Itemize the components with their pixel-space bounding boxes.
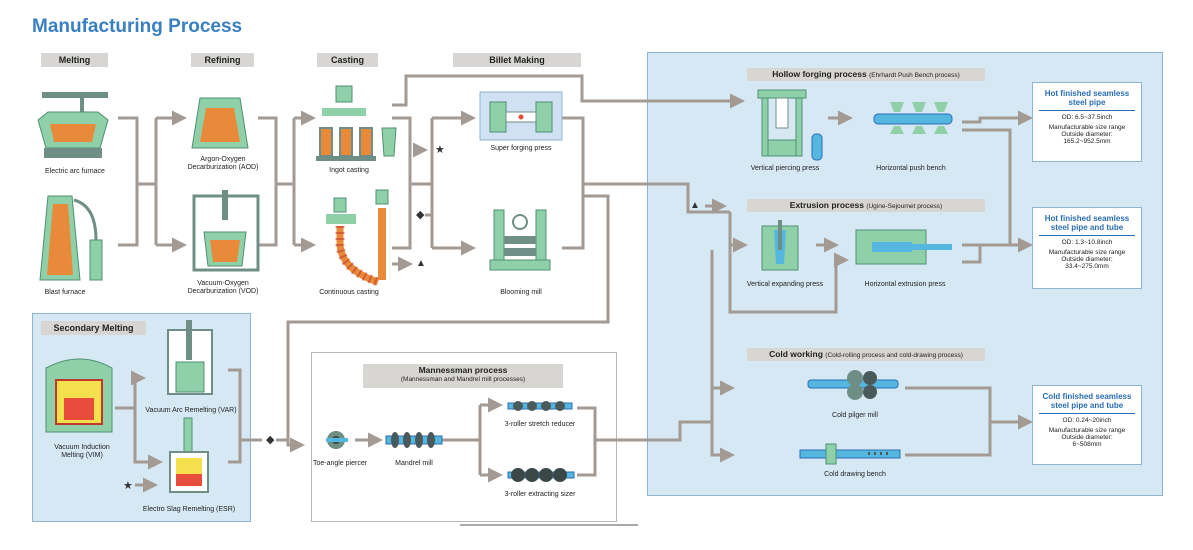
label-mandrel-mill: Mandrel mill [395, 460, 433, 467]
label-blooming-mill: Blooming mill [500, 289, 542, 296]
ingot-casting-graphic [316, 85, 397, 161]
result-1-title: Hot finished seamless steel pipe [1044, 89, 1130, 107]
vertical-piercing-press-graphic [757, 89, 823, 161]
extracting-sizer-graphic [507, 468, 575, 482]
continuous-casting-graphic [326, 189, 389, 287]
aod-graphic [191, 97, 249, 149]
result-2-od: OD: 1.3~10.8inch [1061, 239, 1113, 246]
extrusion-header: Extrusion process (Ugine-Sejournet proce… [747, 199, 985, 212]
label-vim: Vacuum Induction Melting (VIM) [54, 444, 110, 459]
header-casting: Casting [317, 53, 378, 67]
header-secondary-melting: Secondary Melting [41, 321, 146, 335]
label-super-forging-press: Super forging press [490, 145, 552, 152]
flow-lines [115, 74, 1033, 493]
result-hot-seamless-pipe: Hot finished seamless steel pipe OD: 6.5… [1032, 82, 1142, 162]
label-cold-drawing-bench: Cold drawing bench [824, 471, 886, 478]
result-2-range: 33.4~275.0mm [1065, 263, 1109, 270]
hollow-forging-header: Hollow forging process (Ehrhardt Push Be… [747, 68, 985, 81]
stretch-reducer-graphic [507, 401, 573, 411]
cold-drawing-bench-graphic [799, 443, 901, 465]
result-3-range-label: Manufacturable size range Outside diamet… [1048, 427, 1126, 441]
vertical-expanding-press-graphic [761, 220, 799, 271]
blooming-mill-graphic [489, 209, 551, 271]
cold-working-header: Cold working (Cold-rolling process and c… [747, 348, 985, 361]
triangle-marker-extrusion: ▲ [690, 200, 700, 211]
header-billet-making: Billet Making [453, 53, 581, 67]
vod-graphic [192, 190, 260, 272]
result-3-od: OD: 0.24~20inch [1062, 417, 1112, 424]
mannesmann-name: Mannessman process [418, 365, 508, 375]
label-blast-furnace: Blast furnace [44, 289, 86, 296]
horizontal-push-bench-graphic [873, 102, 953, 134]
mannesmann-sub: (Mannessman and Mandrel mill processes) [400, 376, 526, 383]
label-toe-angle-piercer: Toe-angle piercer [312, 460, 368, 467]
label-vod: Vacuum-Oxygen Decarburization (VOD) [187, 280, 259, 295]
hollow-forging-sub: (Ehrhardt Push Bench process) [869, 72, 960, 79]
result-cold-seamless-pipe-tube: Cold finished seamless steel pipe and tu… [1032, 385, 1142, 465]
esr-graphic [169, 417, 209, 493]
hollow-forging-name: Hollow forging process [772, 69, 867, 79]
label-ingot-casting: Ingot casting [329, 167, 369, 174]
star-marker-casting: ★ [435, 144, 445, 156]
result-2-title: Hot finished seamless steel pipe and tub… [1044, 214, 1130, 232]
result-hot-seamless-pipe-tube: Hot finished seamless steel pipe and tub… [1032, 207, 1142, 289]
result-1-range-label: Manufacturable size range Outside diamet… [1048, 124, 1126, 138]
super-forging-press-graphic [479, 91, 563, 141]
label-horizontal-extrusion-press: Horizontal extrusion press [864, 281, 946, 288]
horizontal-extrusion-press-graphic [855, 229, 952, 265]
label-extracting-sizer: 3-roller extracting sizer [504, 491, 576, 498]
star-marker-secondary: ★ [123, 480, 133, 492]
cold-pilger-mill-graphic [807, 370, 899, 400]
diamond-marker-secondary: ◆ [266, 434, 275, 446]
label-vertical-piercing-press: Vertical piercing press [750, 165, 820, 172]
header-melting: Melting [41, 53, 108, 67]
label-aod: Argon-Oxygen Decarburization (AOD) [187, 156, 259, 171]
result-1-range: 165.2~952.5mm [1063, 138, 1111, 145]
cold-working-name: Cold working [769, 349, 823, 359]
mandrel-mill-graphic [385, 432, 443, 448]
label-horizontal-push-bench: Horizontal push bench [876, 165, 946, 172]
label-continuous-casting: Continuous casting [319, 289, 379, 296]
toe-angle-piercer-graphic [326, 431, 348, 449]
label-var: Vacuum Arc Remelting (VAR) [145, 407, 237, 414]
result-1-od: OD: 6.5~37.5inch [1061, 114, 1113, 121]
result-2-range-label: Manufacturable size range Outside diamet… [1048, 249, 1126, 263]
var-graphic [167, 320, 213, 395]
extrusion-sub: (Ugine-Sejournet process) [866, 203, 943, 210]
electric-arc-furnace-graphic [37, 92, 109, 158]
label-cold-pilger-mill: Cold pilger mill [832, 412, 878, 419]
label-vertical-expanding-press: Vertical expanding press [746, 281, 824, 288]
mannesmann-header: Mannessman process (Mannessman and Mandr… [363, 364, 563, 388]
blast-furnace-graphic [39, 195, 103, 281]
extrusion-name: Extrusion process [789, 200, 864, 210]
page-title: Manufacturing Process [32, 16, 243, 37]
label-stretch-reducer: 3-roller stretch reducer [504, 421, 576, 428]
result-3-range: 6~508mm [1072, 441, 1102, 448]
diamond-marker-casting: ◆ [416, 209, 425, 221]
header-refining: Refining [191, 53, 254, 67]
label-eaf: Electric arc furnace [45, 168, 105, 175]
result-3-title: Cold finished seamless steel pipe and tu… [1042, 392, 1132, 410]
cold-working-sub: (Cold-rolling process and cold-drawing p… [825, 352, 963, 359]
vim-graphic [45, 358, 113, 433]
triangle-marker-casting: ▲ [416, 258, 426, 269]
label-esr: Electro Slag Remelting (ESR) [142, 506, 236, 513]
